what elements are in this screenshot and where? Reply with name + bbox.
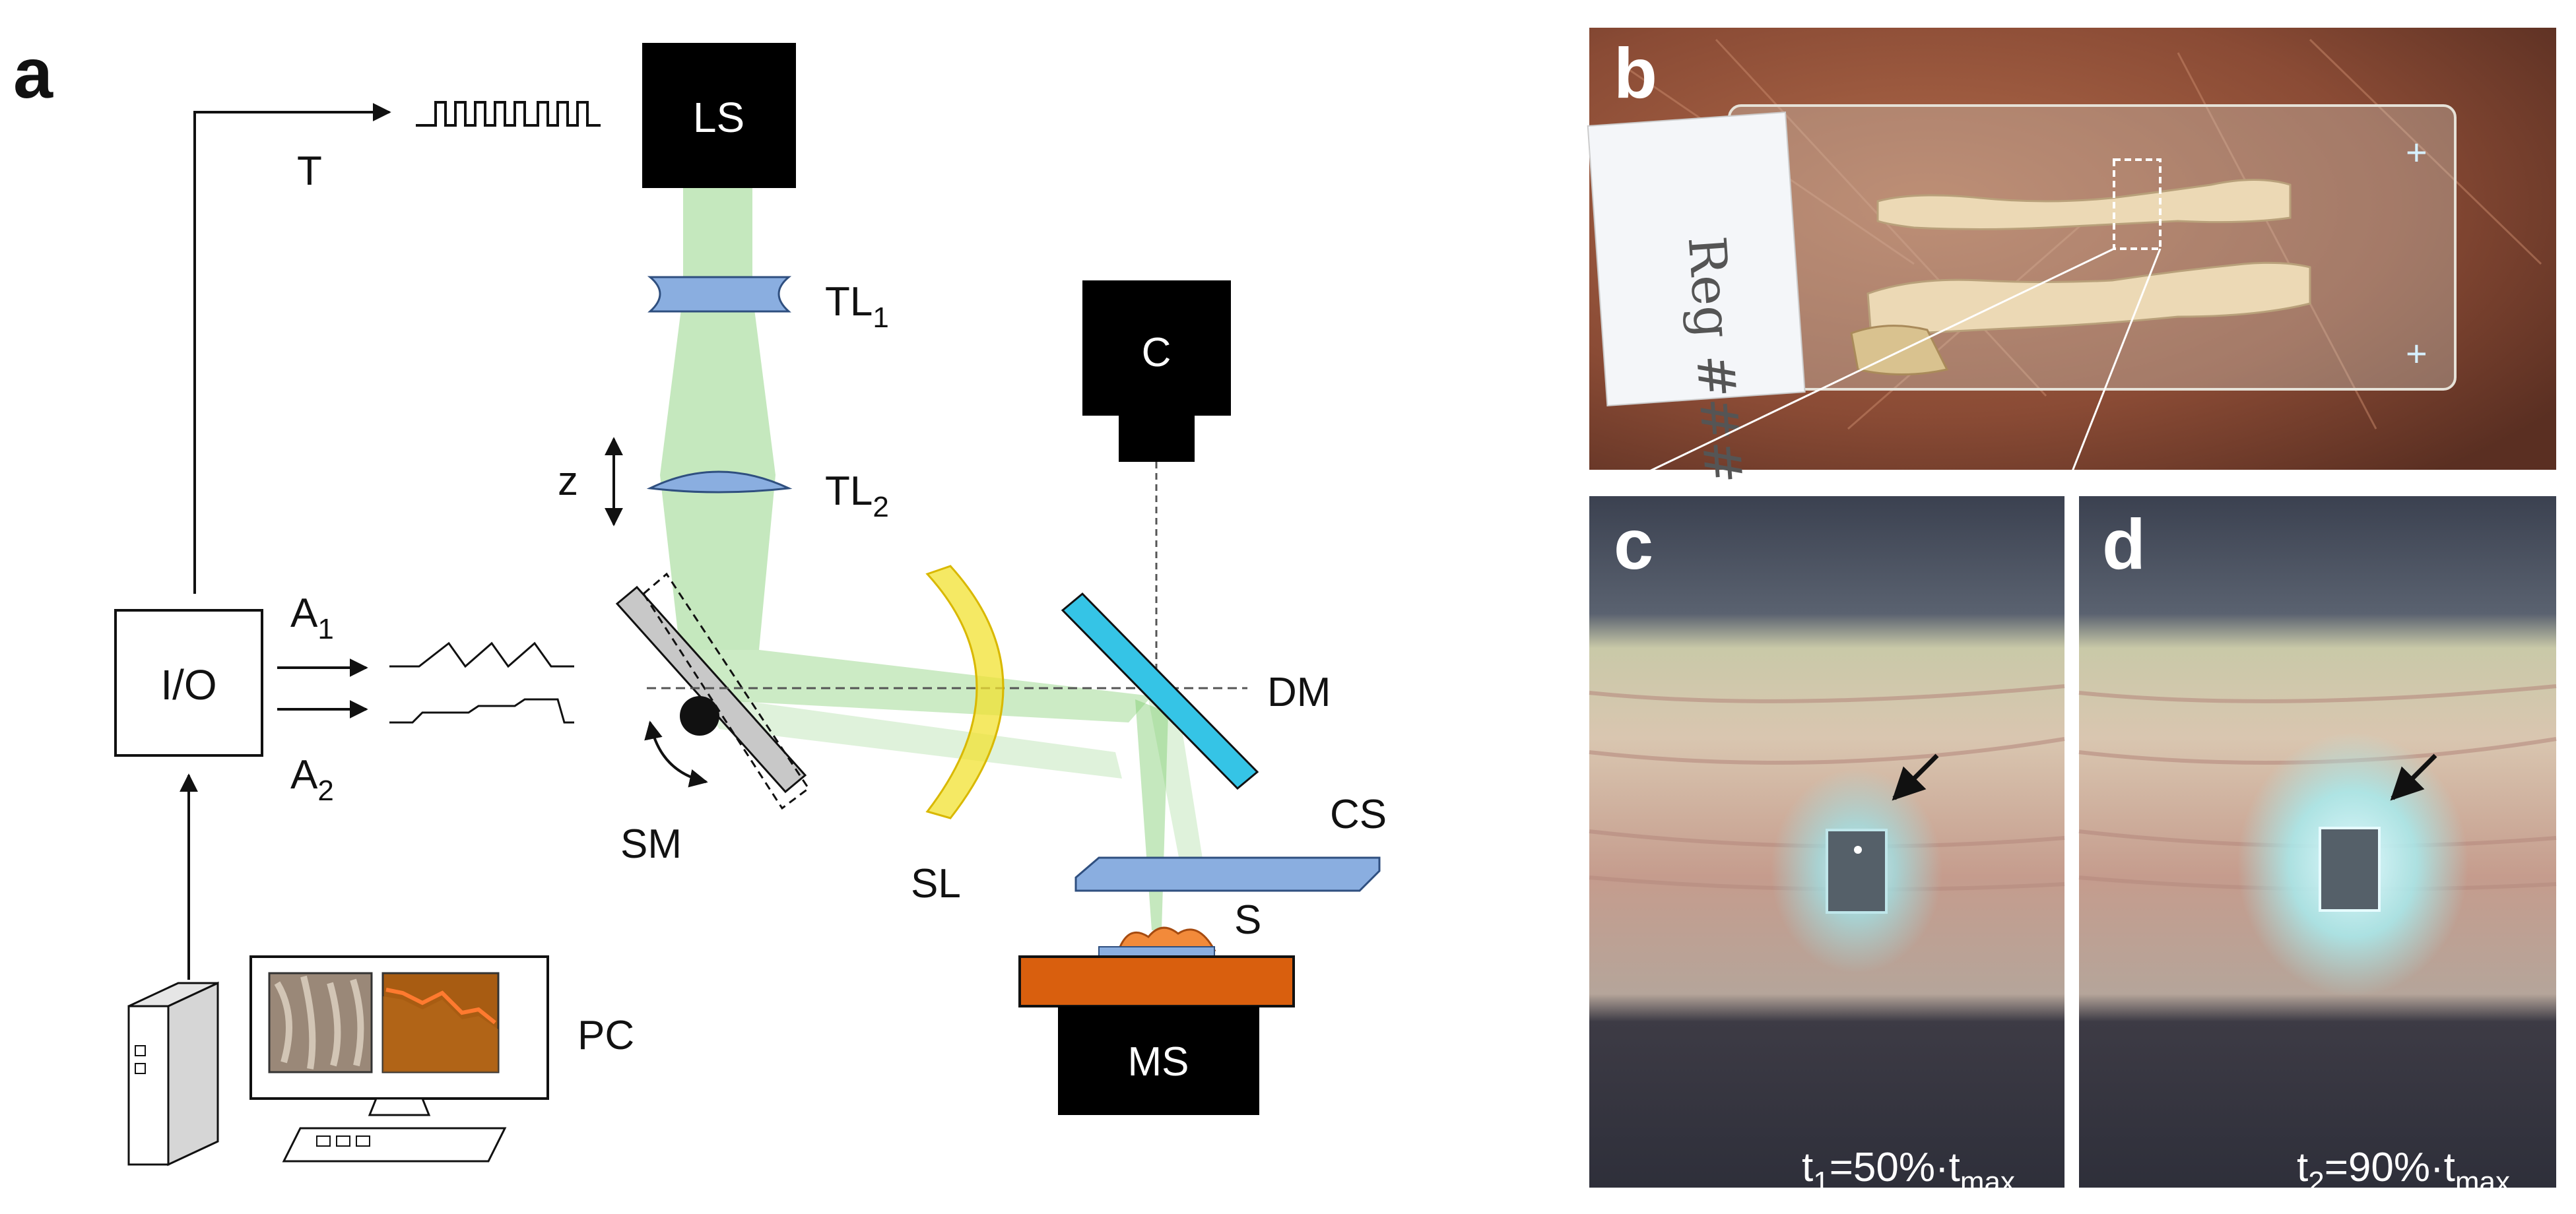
time-label-d: t2=90%·tmax <box>2297 1145 2510 1198</box>
trigger-line <box>193 103 391 594</box>
panel-label-a: a <box>13 33 53 113</box>
zoom-line-left <box>1597 247 2115 497</box>
zoom-line-right <box>2061 248 2162 497</box>
light-source <box>642 43 796 188</box>
tube-lens-2 <box>646 470 793 494</box>
panel-label-c: c <box>1614 504 1653 584</box>
motorized-stage-top <box>1018 955 1295 1007</box>
slide-marker-top: + <box>2406 131 2427 173</box>
sawtooth-signal-a1 <box>389 641 574 668</box>
io-box <box>114 609 263 757</box>
laser-beam <box>660 188 1205 930</box>
scan-lens <box>925 565 1005 819</box>
pc-keyboard <box>282 1127 507 1163</box>
pc-tower <box>127 981 219 1166</box>
sample-holder <box>1098 946 1215 957</box>
label-sl: SL <box>911 861 961 907</box>
dichroic-mirror <box>1061 592 1259 790</box>
label-ms: MS <box>1128 1039 1189 1085</box>
label-io: I/O <box>160 661 216 709</box>
coverslip <box>1074 856 1381 892</box>
schematic-panel: a T LS TL1 TL2 z C I/ <box>13 33 1387 1166</box>
scan-mirror <box>615 572 810 810</box>
ablation-crater-d <box>2319 827 2381 912</box>
arrow-d <box>2390 753 2437 801</box>
photo-panel-b: Reg ### + + b <box>1587 28 2556 497</box>
tissue-strips <box>1850 179 2311 375</box>
label-pc: PC <box>578 1013 634 1058</box>
label-tl1: TL1 <box>825 279 889 334</box>
label-a2: A2 <box>290 752 334 807</box>
panel-label-b: b <box>1614 33 1657 113</box>
arrow-c <box>1892 753 1939 801</box>
photo-panel-d: d t2=90%·tmax <box>2078 496 2557 1198</box>
step-signal-a2 <box>389 698 574 724</box>
tissue-sample <box>1117 926 1216 951</box>
label-cs: CS <box>1330 792 1387 837</box>
pc-monitor <box>249 955 549 1116</box>
photo-panel-c: c t1=50%·tmax <box>1589 496 2065 1198</box>
panel-label-d: d <box>2102 504 2146 584</box>
label-sm: SM <box>620 821 682 867</box>
slide-marker-bottom: + <box>2406 333 2427 374</box>
camera-body <box>1082 280 1231 416</box>
camera-mount <box>1119 416 1195 462</box>
label-ls: LS <box>693 94 744 141</box>
trigger-pulse-train <box>416 101 601 127</box>
label-s: S <box>1234 897 1261 943</box>
label-z: z <box>558 459 578 504</box>
zoom-region-box <box>2113 158 2162 250</box>
motorized-stage-base <box>1058 1006 1259 1115</box>
tube-lens-1 <box>647 276 792 313</box>
label-tl2: TL2 <box>825 468 889 523</box>
label-t: T <box>297 148 322 194</box>
label-a1: A1 <box>290 591 334 645</box>
time-label-c: t1=50%·tmax <box>1802 1145 2015 1198</box>
label-c: C <box>1142 330 1172 375</box>
ablation-crater-c <box>1826 829 1888 914</box>
label-dm: DM <box>1267 670 1331 715</box>
